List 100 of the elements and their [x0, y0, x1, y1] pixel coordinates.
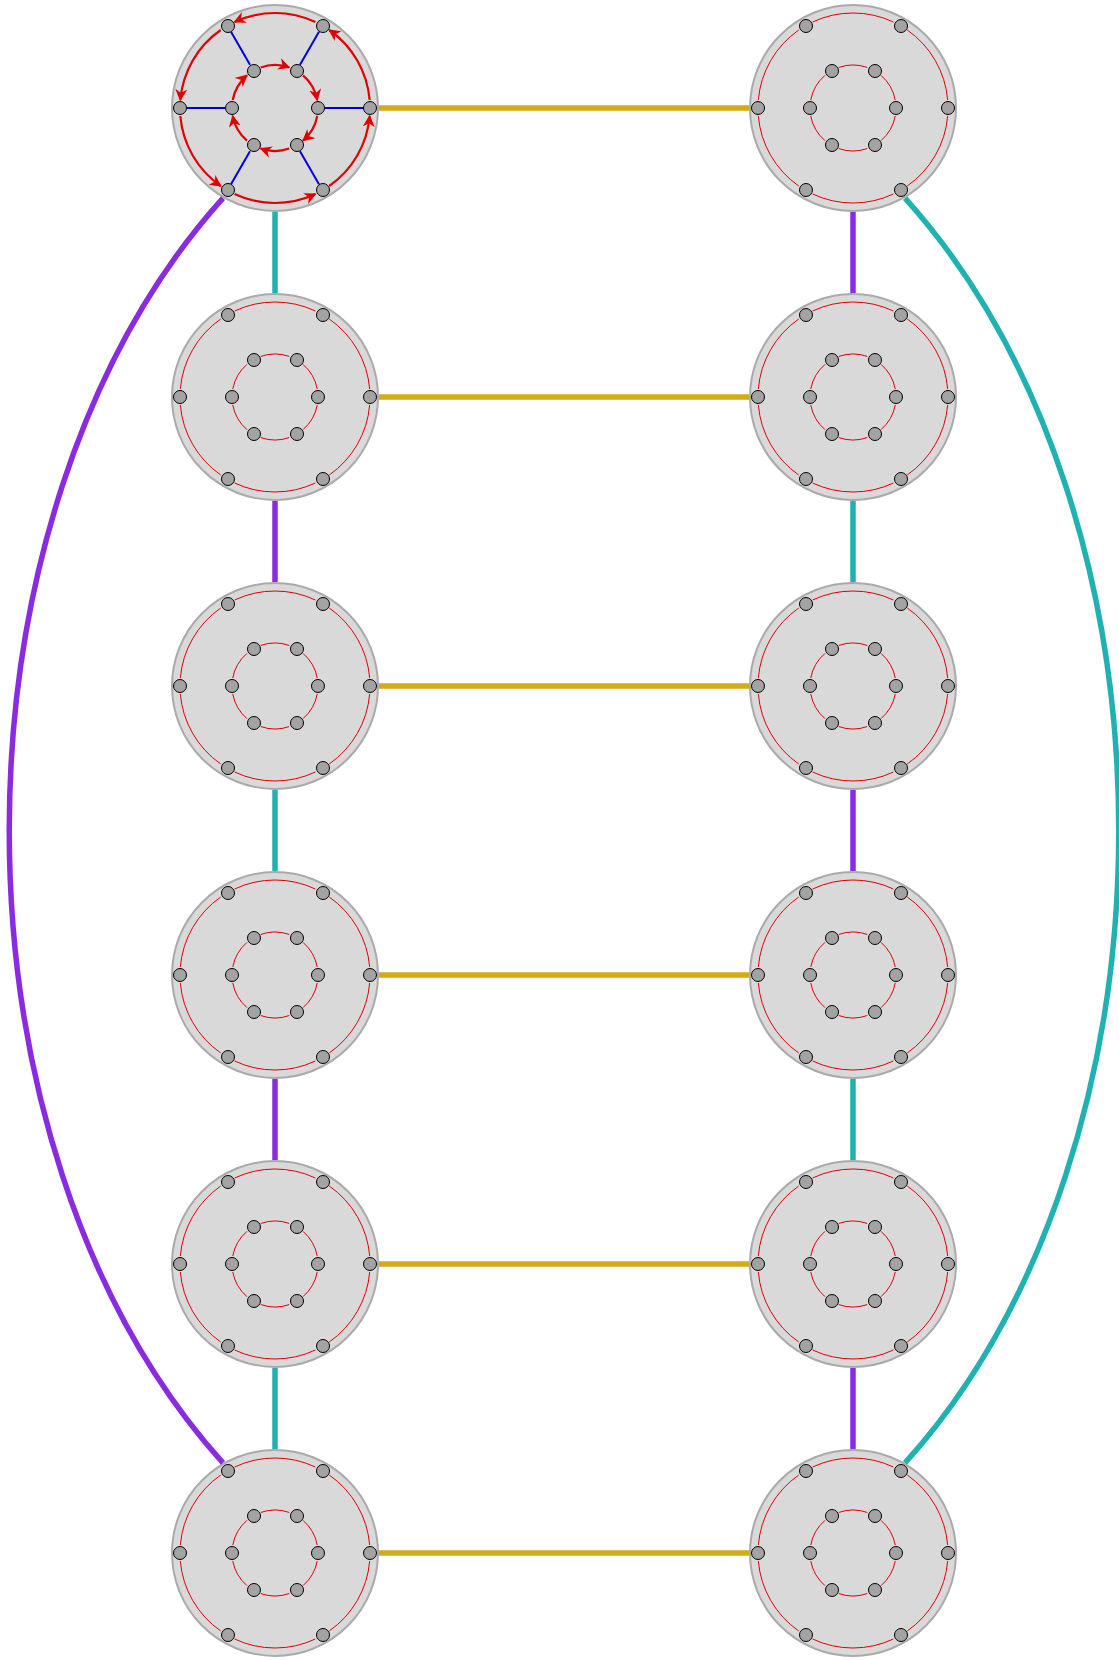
ring-arc — [838, 1304, 868, 1308]
ring-arc — [810, 404, 826, 431]
small-circle-node — [803, 101, 817, 115]
small-circle-node — [311, 1546, 325, 1560]
small-circle-node — [246, 641, 261, 656]
small-circle-node — [289, 641, 304, 656]
small-circle-node — [889, 679, 903, 693]
small-circle-node — [893, 472, 908, 487]
ring-arc — [812, 590, 894, 601]
ring-arc — [880, 74, 896, 101]
ring-arc — [906, 896, 949, 968]
small-circle-node — [889, 968, 903, 982]
small-circle-node — [315, 472, 330, 487]
ring-arc — [234, 482, 316, 493]
ring-arc — [328, 404, 371, 476]
ring-arc — [880, 1519, 896, 1546]
curved-arrow — [260, 58, 291, 71]
ring-arc — [260, 1593, 290, 1597]
ring-arc — [906, 1271, 949, 1343]
ring-arc — [757, 29, 800, 101]
small-circle-node — [867, 716, 882, 731]
ring-arc — [906, 693, 949, 765]
small-circle-node — [798, 1628, 813, 1643]
ring-arc — [812, 1638, 894, 1649]
small-circle-node — [363, 101, 377, 115]
ring-arc — [880, 652, 896, 679]
connector-line — [850, 1079, 856, 1160]
connector-line — [850, 1368, 856, 1449]
small-circle-node — [363, 1257, 377, 1271]
ring-arc — [838, 726, 868, 730]
small-circle-node — [798, 1463, 813, 1478]
small-circle-node — [246, 427, 261, 442]
small-circle-node — [889, 101, 903, 115]
small-circle-node — [824, 63, 839, 78]
ring-arc — [838, 931, 868, 935]
ring-arc — [838, 1220, 868, 1224]
ring-arc — [232, 1560, 248, 1587]
ring-arc — [328, 1474, 371, 1546]
curved-arrow — [328, 114, 374, 187]
ring-arc — [880, 941, 896, 968]
small-circle-node — [289, 1294, 304, 1309]
small-circle-node — [893, 1463, 908, 1478]
small-circle-node — [173, 1546, 187, 1560]
small-circle-node — [220, 1050, 235, 1065]
ring-arc — [906, 1560, 949, 1632]
ring-arc — [757, 318, 800, 390]
small-circle-node — [867, 427, 882, 442]
ring-arc — [838, 64, 868, 68]
small-circle-node — [289, 63, 304, 78]
ring-arc — [906, 982, 949, 1054]
curved-arrow — [259, 145, 290, 158]
ring-arc — [880, 1560, 896, 1587]
ring-arc — [232, 1519, 248, 1546]
small-circle-node — [220, 1463, 235, 1478]
ring-arc — [810, 74, 826, 101]
small-circle-node — [803, 1546, 817, 1560]
connector-line — [379, 105, 749, 111]
ring-arc — [328, 896, 371, 968]
small-circle-node — [893, 1628, 908, 1643]
ring-arc — [328, 1560, 371, 1632]
ring-arc — [838, 148, 868, 152]
ring-arc — [232, 404, 248, 431]
small-circle-node — [220, 1628, 235, 1643]
small-circle-node — [941, 968, 955, 982]
small-circle-node — [867, 641, 882, 656]
small-circle-node — [315, 1463, 330, 1478]
ring-arc — [234, 1638, 316, 1649]
small-circle-node — [798, 307, 813, 322]
small-circle-node — [246, 352, 261, 367]
connector-line — [272, 501, 278, 582]
small-circle-node — [824, 1583, 839, 1598]
small-circle-node — [289, 352, 304, 367]
small-circle-node — [751, 101, 765, 115]
small-circle-node — [824, 427, 839, 442]
small-circle-node — [315, 1628, 330, 1643]
small-circle-node — [751, 1257, 765, 1271]
small-circle-node — [246, 1583, 261, 1598]
ring-arc — [232, 1230, 248, 1257]
ring-arc — [880, 693, 896, 720]
ring-arc — [232, 1271, 248, 1298]
curved-arrow — [229, 114, 248, 142]
small-circle-node — [824, 1294, 839, 1309]
small-circle-node — [363, 1546, 377, 1560]
small-circle-node — [893, 1050, 908, 1065]
ring-arc — [302, 363, 318, 390]
small-circle-node — [867, 1219, 882, 1234]
ring-arc — [232, 363, 248, 390]
small-circle-node — [246, 1508, 261, 1523]
small-circle-node — [289, 138, 304, 153]
ring-arc — [234, 590, 316, 601]
small-circle-node — [220, 472, 235, 487]
ring-arc — [906, 318, 949, 390]
small-circle-node — [315, 307, 330, 322]
ring-arc — [260, 931, 290, 935]
connector-line — [379, 683, 749, 689]
ring-arc — [838, 642, 868, 646]
small-circle-node — [173, 1257, 187, 1271]
ring-arc — [757, 693, 800, 765]
ring-arc — [880, 982, 896, 1009]
curved-arrow — [233, 12, 316, 24]
